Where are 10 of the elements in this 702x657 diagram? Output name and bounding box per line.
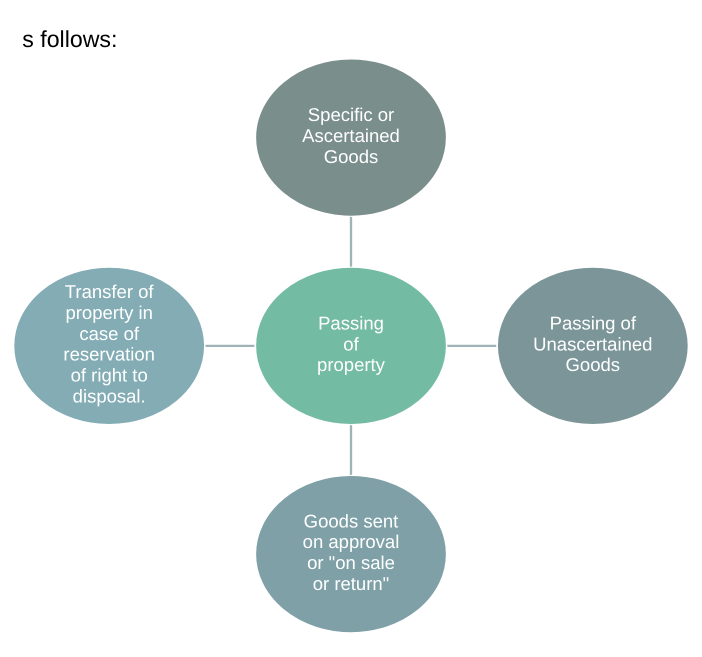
connector [206,344,254,348]
node-ellipse: Specific or Ascertained Goods [254,57,448,218]
connector [350,216,352,267]
connector [350,425,352,475]
connector [447,344,496,348]
node-ellipse: Goods sent on approval or "on sale or return" [254,474,448,635]
node-ellipse: Passing of Unascertained Goods [496,265,690,426]
node-ellipse: Passing of property [254,265,448,426]
diagram-title: s follows: [22,26,118,52]
node-ellipse: Transfer of property in case of reservation of right to disposal. [12,265,206,426]
